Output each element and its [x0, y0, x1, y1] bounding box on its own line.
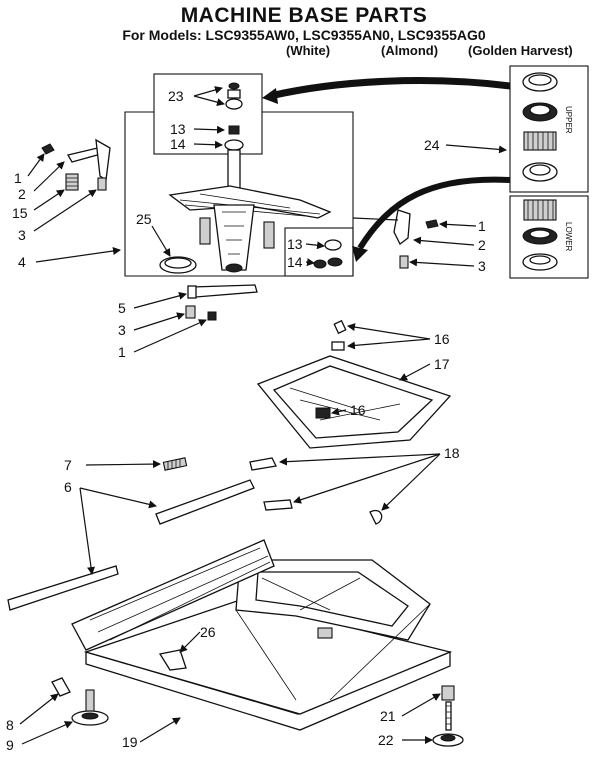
callout-26: 26: [200, 624, 216, 640]
callout-15: 15: [12, 205, 28, 221]
callout-6: 6: [64, 479, 72, 495]
callout-4: 4: [18, 254, 26, 270]
callout-3-right: 3: [478, 258, 486, 274]
callout-19: 19: [122, 734, 138, 750]
callout-25: 25: [136, 211, 152, 227]
callout-numbers: 23 13 14 24 1 2 15 3 4 25 13 14 1 2 3 5 …: [6, 88, 486, 753]
leader-lines: [19, 86, 507, 745]
callout-13-upper: 13: [170, 121, 186, 137]
transmission-assembly-frame: [124, 73, 354, 277]
callout-24: 24: [424, 137, 440, 153]
callout-1-lower: 1: [118, 344, 126, 360]
callout-18: 18: [444, 445, 460, 461]
transmission-spider: [168, 149, 332, 273]
color-label-golden-harvest: (Golden Harvest): [468, 43, 573, 58]
lower-bracket-hardware: [185, 284, 258, 321]
color-label-white: (White): [286, 43, 331, 58]
callout-14-upper: 14: [170, 136, 186, 152]
color-label-almond: (Almond): [381, 43, 439, 58]
page-title: MACHINE BASE PARTS: [180, 4, 428, 27]
upper-bearing-callout-arrow: [269, 77, 511, 100]
callout-2-right: 2: [478, 237, 486, 253]
lower-arrow-head: [352, 246, 368, 262]
left-bracket-hardware: [41, 138, 111, 191]
callout-8: 8: [6, 717, 14, 733]
callout-9: 9: [6, 737, 14, 753]
callout-1-left: 1: [14, 170, 22, 186]
callout-7: 7: [64, 457, 72, 473]
inset-lower-label: LOWER: [564, 222, 573, 252]
base-small-parts: [51, 457, 464, 747]
callout-16-upper: 16: [434, 331, 450, 347]
upper-arrow-head: [262, 88, 278, 104]
right-bracket-hardware: [352, 209, 439, 269]
callout-5: 5: [118, 300, 126, 316]
bearing-stack: [224, 82, 244, 151]
part-19-base-frame: [7, 479, 453, 731]
callout-2-left: 2: [18, 186, 26, 202]
callout-3-lower: 3: [118, 322, 126, 338]
callout-14-lower: 14: [287, 254, 303, 270]
callout-22: 22: [378, 732, 394, 748]
part-17-mount-panel: [256, 319, 452, 449]
callout-21: 21: [380, 708, 396, 724]
callout-17: 17: [434, 356, 450, 372]
callout-13-lower: 13: [287, 236, 303, 252]
callout-23: 23: [168, 88, 184, 104]
models-subtitle: For Models: LSC9355AW0, LSC9355AN0, LSC9…: [122, 27, 486, 43]
lower-bearing-set: [313, 239, 343, 269]
callout-3-left: 3: [18, 227, 26, 243]
callout-16-lower: 16: [350, 402, 366, 418]
part-25-seal-ring: [159, 256, 197, 274]
inset-upper-label: UPPER: [564, 106, 573, 134]
callout-1-right: 1: [478, 218, 486, 234]
lower-bearing-callout-arrow: [357, 176, 511, 250]
bearing-inset-panel: UPPER LOWER: [509, 65, 589, 279]
